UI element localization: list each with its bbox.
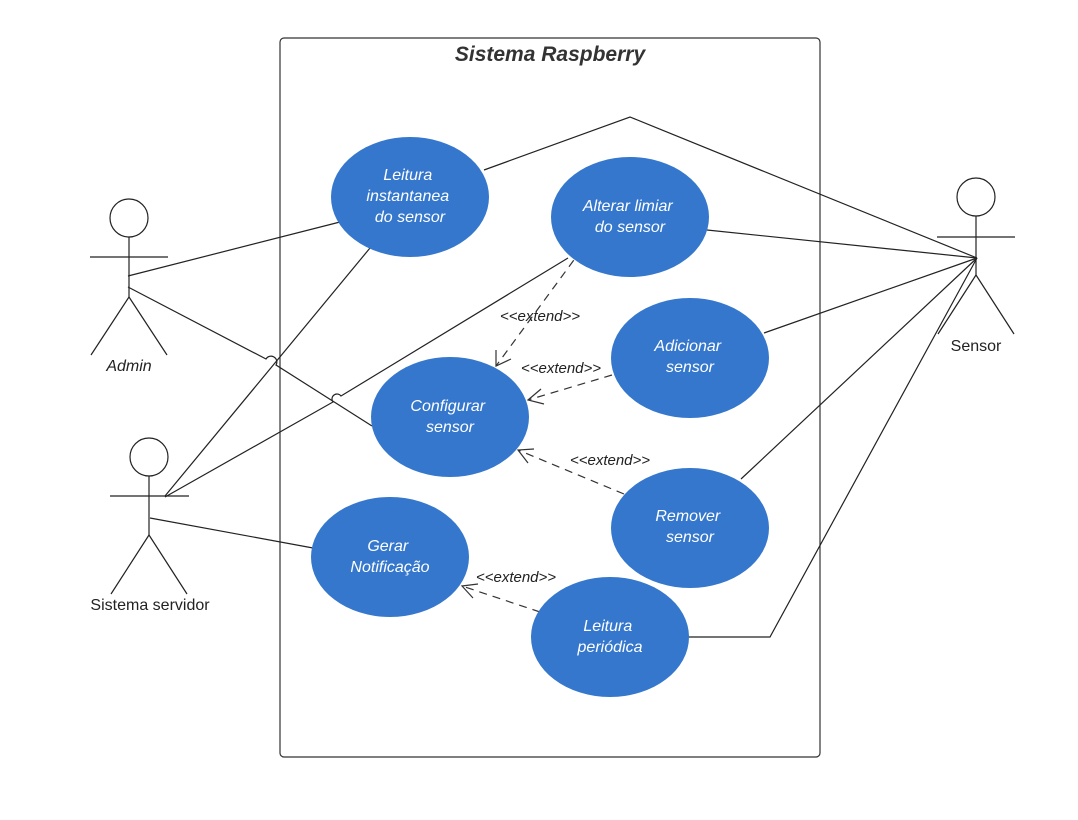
assoc-sensor-alterar-limiar: [706, 229, 978, 259]
use-case-leitura-instantanea[interactable]: Leitura instantanea do sensor: [331, 137, 489, 257]
use-case-label: Adicionar sensor: [653, 338, 725, 376]
use-case-ellipse: [311, 497, 469, 617]
use-case-leitura-periodica[interactable]: Leitura periódica: [531, 577, 689, 697]
assoc-server-leitura-instantanea: [164, 247, 371, 497]
use-case-label: Alterar limiar do sensor: [582, 198, 677, 236]
actor-left-leg: [110, 534, 150, 595]
extend-relations: <<extend>> <<extend>> <<extend>> <<exten…: [460, 248, 650, 613]
extend-arrowhead-remover-sensor: [516, 448, 535, 464]
actor-head: [129, 437, 169, 477]
use-case-configurar-sensor[interactable]: Configurar sensor: [371, 357, 529, 477]
assoc-sensor-leitura-instantanea: [483, 116, 978, 259]
extend-line-leitura-periodica: [461, 585, 541, 613]
actor-label: Sensor: [951, 338, 1002, 355]
extend-label-alterar-limiar: <<extend>>: [500, 308, 580, 325]
actor-right-leg: [148, 534, 188, 595]
associations: [127, 116, 978, 638]
actor-right-leg: [128, 296, 168, 356]
use-case-alterar-limiar[interactable]: Alterar limiar do sensor: [551, 157, 709, 277]
actor-left-leg: [937, 274, 977, 335]
extend-arrowhead-alterar-limiar: [495, 350, 512, 367]
assoc-sensor-remover-sensor: [740, 257, 978, 480]
system-title: Sistema Raspberry: [455, 43, 647, 66]
extend-line-alterar-limiar: [495, 248, 583, 367]
actor-sistema-servidor[interactable]: Sistema servidor: [90, 437, 210, 614]
use-case-ellipse: [531, 577, 689, 697]
use-case-remover-sensor[interactable]: Remover sensor: [611, 468, 769, 588]
use-case-ellipse: [371, 357, 529, 477]
assoc-admin-leitura-instantanea: [127, 221, 341, 277]
use-case-label: Remover sensor: [655, 508, 724, 546]
assoc-admin-configurar-sensor: [127, 286, 373, 427]
system-boundary: [279, 37, 821, 758]
actor-left-leg: [90, 296, 130, 356]
use-case-label: Configurar sensor: [410, 398, 489, 436]
assoc-server-gerar-notificacao: [149, 517, 314, 549]
use-case-ellipse: [611, 298, 769, 418]
assoc-sensor-adicionar-sensor: [763, 257, 978, 334]
extend-line-remover-sensor: [517, 449, 625, 495]
extend-arrowhead-adicionar-sensor: [526, 388, 545, 405]
use-case-ellipse: [551, 157, 709, 277]
actor-sensor[interactable]: Sensor: [937, 177, 1015, 355]
extend-label-adicionar-sensor: <<extend>>: [521, 360, 601, 377]
extend-line-adicionar-sensor: [527, 374, 613, 401]
use-case-label: Leitura periódica: [577, 618, 643, 656]
use-case-label: Leitura instantanea do sensor: [366, 167, 453, 226]
use-case-adicionar-sensor[interactable]: Adicionar sensor: [611, 298, 769, 418]
actor-right-leg: [975, 274, 1015, 335]
actor-label: Admin: [105, 358, 151, 375]
extend-label-leitura-periodica: <<extend>>: [476, 569, 556, 586]
use-case-ellipse: [331, 137, 489, 257]
assoc-sensor-leitura-periodica: [689, 257, 978, 638]
extend-arrowhead-leitura-periodica: [460, 583, 479, 599]
actor-label: Sistema servidor: [90, 597, 210, 614]
actor-head: [109, 198, 149, 238]
assoc-server-alterar-limiar: [164, 257, 569, 498]
use-case-ellipse: [611, 468, 769, 588]
extend-label-remover-sensor: <<extend>>: [570, 452, 650, 469]
actor-head: [956, 177, 996, 217]
use-case-gerar-notificacao[interactable]: Gerar Notificação: [311, 497, 469, 617]
actor-admin[interactable]: Admin: [90, 198, 168, 375]
use-case-label: Gerar Notificação: [350, 538, 429, 576]
